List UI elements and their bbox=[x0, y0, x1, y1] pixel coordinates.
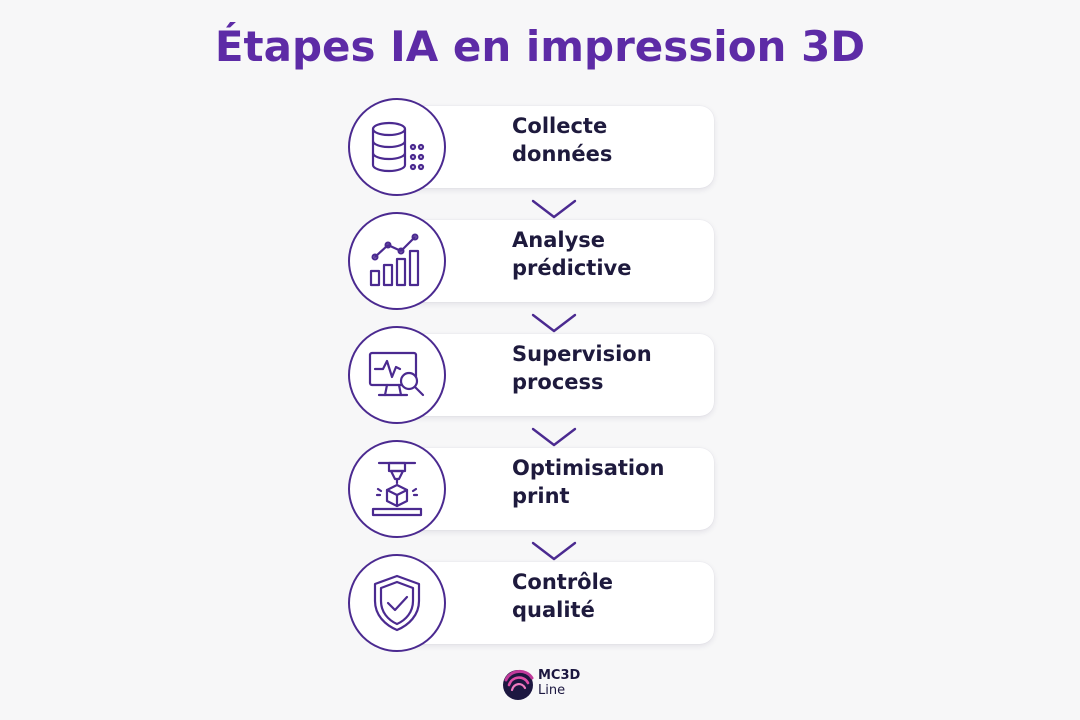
logo-text-line: Line bbox=[538, 683, 566, 698]
step-label: Contrôle qualité bbox=[512, 568, 712, 624]
step-card bbox=[398, 448, 714, 530]
logo-text-mc3d: MC3D bbox=[538, 668, 581, 683]
step-label: Collecte données bbox=[512, 112, 712, 168]
shield-check-icon bbox=[373, 574, 421, 632]
step-icon-circle bbox=[348, 326, 446, 424]
step-optimisation-print: Optimisation print bbox=[348, 440, 718, 538]
brand-logo: MC3D Line bbox=[500, 664, 600, 704]
chevron-down-icon bbox=[531, 313, 577, 333]
step-label-line2: prédictive bbox=[512, 256, 632, 280]
step-card bbox=[398, 334, 714, 416]
database-icon bbox=[371, 121, 425, 173]
step-supervision-process: Supervision process bbox=[348, 326, 718, 424]
step-icon-circle bbox=[348, 98, 446, 196]
step-label: Optimisation print bbox=[512, 454, 712, 510]
step-label-line1: Optimisation bbox=[512, 456, 665, 480]
step-label-line2: process bbox=[512, 370, 604, 394]
step-label-line2: données bbox=[512, 142, 613, 166]
step-label-line2: qualité bbox=[512, 598, 595, 622]
step-label: Analyse prédictive bbox=[512, 226, 712, 282]
step-card bbox=[398, 106, 714, 188]
step-label-line1: Supervision bbox=[512, 342, 652, 366]
step-label-line1: Analyse bbox=[512, 228, 606, 252]
step-card bbox=[398, 220, 714, 302]
logo-mark-icon bbox=[503, 670, 534, 700]
chevron-down-icon bbox=[531, 427, 577, 447]
3d-printer-nozzle-icon bbox=[371, 461, 423, 517]
step-label: Supervision process bbox=[512, 340, 712, 396]
chevron-down-icon bbox=[531, 199, 577, 219]
step-label-line2: print bbox=[512, 484, 570, 508]
step-icon-circle bbox=[348, 440, 446, 538]
step-icon-circle bbox=[348, 212, 446, 310]
step-label-line1: Collecte bbox=[512, 114, 608, 138]
page-title: Étapes IA en impression 3D bbox=[214, 22, 866, 71]
step-card bbox=[398, 562, 714, 644]
step-label-line1: Contrôle bbox=[512, 570, 614, 594]
step-analyse-predictive: Analyse prédictive bbox=[348, 212, 718, 310]
step-icon-circle bbox=[348, 554, 446, 652]
step-collecte-donnees: Collecte données bbox=[348, 98, 718, 196]
monitor-search-icon bbox=[368, 351, 425, 397]
chevron-down-icon bbox=[531, 541, 577, 561]
step-controle-qualite: Contrôle qualité bbox=[348, 554, 718, 652]
bar-chart-trend-icon bbox=[369, 233, 420, 287]
